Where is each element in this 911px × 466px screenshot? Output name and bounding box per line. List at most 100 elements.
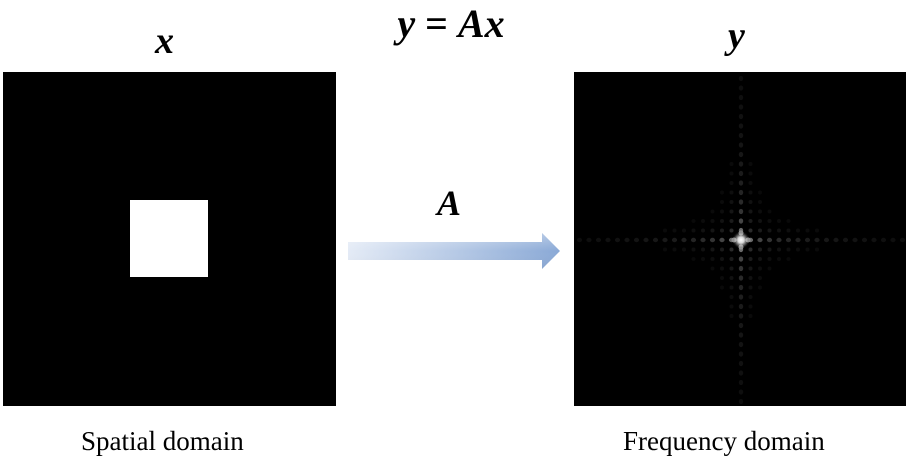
sidelobe <box>738 370 744 376</box>
sidelobe <box>729 285 734 290</box>
sidelobe <box>899 237 906 243</box>
sidelobe <box>795 237 801 243</box>
sidelobe <box>758 219 762 223</box>
sidelobe <box>758 209 762 214</box>
sidelobe <box>738 189 744 196</box>
equation-lhs: y <box>397 1 416 46</box>
sidelobe <box>738 208 744 215</box>
sidelobe <box>701 257 705 261</box>
center-peak <box>732 231 750 249</box>
sidelobe <box>748 209 753 214</box>
sidelobe <box>786 219 791 223</box>
sidelobe <box>643 237 649 243</box>
sidelobe <box>786 228 791 233</box>
sidelobe <box>720 190 724 195</box>
sidelobe <box>729 209 734 214</box>
sidelobe <box>871 237 877 243</box>
operator-symbol: A <box>437 183 462 223</box>
sidelobe <box>786 247 791 252</box>
sidelobe <box>720 209 724 214</box>
sidelobe <box>777 257 781 261</box>
sidelobe <box>729 181 734 185</box>
sidelobe <box>767 219 772 223</box>
sidelobe <box>729 162 734 166</box>
sidelobe <box>729 276 734 280</box>
sidelobe <box>738 218 744 224</box>
sidelobe <box>701 228 705 233</box>
spatial-domain-image <box>3 72 336 406</box>
sidelobe <box>700 237 706 243</box>
sidelobe <box>758 266 762 271</box>
sidelobe <box>663 228 667 233</box>
sidelobe <box>738 170 744 177</box>
spatial-symbol: x <box>155 20 174 62</box>
sidelobe <box>748 228 753 233</box>
sidelobe <box>691 257 696 261</box>
sidelobe <box>738 180 744 186</box>
sidelobe <box>748 304 753 309</box>
sidelobe <box>738 123 744 129</box>
sidelobe <box>720 257 724 261</box>
sidelobe <box>805 228 810 233</box>
sidelobe <box>633 237 640 243</box>
sidelobe <box>852 237 858 243</box>
sidelobe <box>748 257 753 261</box>
sidelobe <box>796 228 800 233</box>
frequency-domain-image <box>574 72 906 406</box>
sidelobe <box>682 228 686 233</box>
sidelobe <box>758 247 762 252</box>
sidelobe <box>738 379 744 386</box>
sidelobe <box>710 209 715 214</box>
sidelobe <box>701 247 705 252</box>
sidelobe <box>804 237 811 243</box>
sidelobe <box>720 219 724 223</box>
sidelobe <box>777 247 781 252</box>
sidelobe <box>595 237 602 243</box>
sidelobe <box>586 237 592 243</box>
sidelobe <box>777 219 781 223</box>
sidelobe <box>614 237 621 243</box>
frequency-symbol: y <box>728 15 745 57</box>
sidelobe <box>805 247 810 252</box>
sidelobe <box>767 228 772 233</box>
sidelobe <box>767 266 772 271</box>
sidelobe <box>738 256 744 262</box>
sidelobe <box>671 237 678 243</box>
sidelobe <box>729 228 734 233</box>
sidelobe <box>758 228 762 233</box>
sidelobe <box>748 295 753 299</box>
sidelobe <box>729 200 734 204</box>
sidelobe <box>776 237 782 243</box>
sidelobe <box>748 314 753 318</box>
sidelobe <box>738 294 744 300</box>
sidelobe <box>748 200 753 204</box>
sidelobe <box>738 75 744 82</box>
sidelobe <box>738 94 744 101</box>
sidelobe <box>814 237 820 243</box>
frequency-caption: Frequency domain <box>623 426 825 456</box>
sidelobe <box>738 332 744 338</box>
sidelobe <box>738 199 744 205</box>
sidelobe <box>758 276 762 280</box>
sidelobe <box>710 247 715 252</box>
sidelobe <box>729 295 734 299</box>
sidelobe <box>758 257 762 261</box>
sidelobe <box>663 247 667 252</box>
sidelobe <box>720 200 724 204</box>
sidelobe <box>758 190 762 195</box>
sidelobe <box>815 247 819 252</box>
sidelobe <box>777 228 781 233</box>
sidelobe <box>767 209 772 214</box>
sidelobe <box>738 275 744 281</box>
sidelobe <box>748 162 753 166</box>
sidelobe <box>691 228 696 233</box>
sidelobe <box>652 237 659 243</box>
sidelobe <box>720 266 724 271</box>
sidelobe <box>682 247 686 252</box>
sidelobe <box>758 285 762 290</box>
equation-title: y = Ax <box>0 4 911 44</box>
sidelobe <box>738 142 744 148</box>
sinc-spectrum <box>576 75 906 405</box>
sidelobe <box>757 237 763 243</box>
white-square <box>130 200 208 277</box>
